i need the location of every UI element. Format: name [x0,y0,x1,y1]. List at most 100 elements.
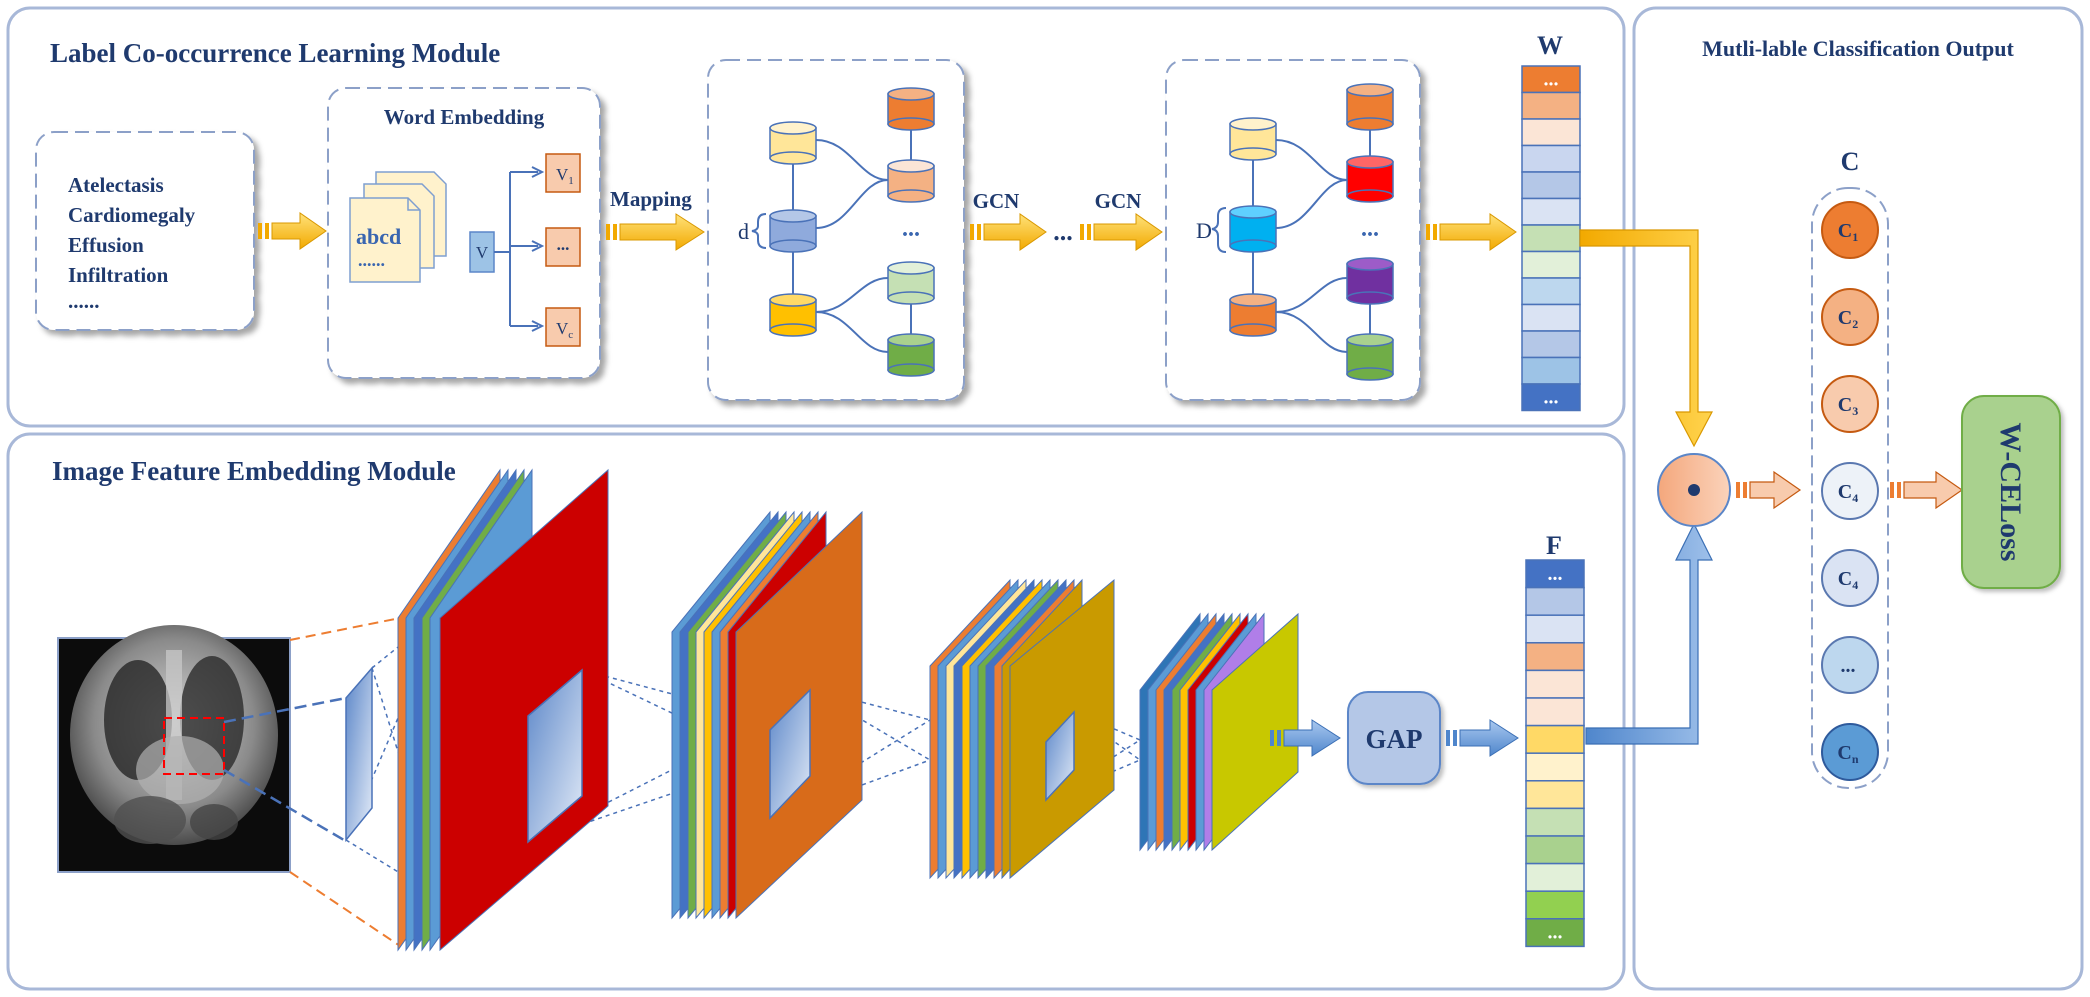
gcn-dots: ... [1053,217,1073,246]
feature-map-stack-2 [671,510,863,920]
v-label: V [476,243,489,262]
gap-block [1347,691,1441,785]
f-cell [1525,752,1585,782]
label-item: Infiltration [68,263,169,287]
arrow-to-loss [1890,470,1964,510]
classifier-node [1821,549,1879,607]
w-cell [1521,197,1581,226]
loss-block [1961,395,2061,589]
w-cell-bottom-text: ... [1544,386,1559,408]
gap-label: GAP [1366,724,1423,754]
graph-node [1346,155,1394,203]
f-cell [1525,862,1585,892]
classifier-node-label: C2 [1838,307,1858,331]
classifier-title: C [1841,147,1860,176]
graph-node [1229,293,1277,337]
f-cell [1525,614,1585,644]
graph-node [887,261,935,305]
w-cell [1521,356,1581,385]
classifier-node-label: Cn [1837,742,1858,766]
conv-kernel [769,688,811,820]
graph-node [1229,117,1277,161]
document-stack-icon [349,171,447,283]
arrow-to-classifier [1736,470,1802,510]
word-embedding-title: Word Embedding [384,105,545,129]
w-cell [1521,91,1581,120]
gcn-arrow [1080,213,1163,251]
classifier-node [1821,201,1879,259]
label-item: Effusion [68,233,144,257]
graph-dots: ... [902,216,920,242]
graph-node [887,87,935,131]
classifier-node-label: C1 [1838,220,1858,244]
feature-map-stack-4 [1139,612,1299,852]
graph-node [1229,205,1277,253]
document-dots: ...... [358,250,385,270]
embedding-output-box [545,153,581,193]
graph-dots: ... [1361,216,1379,242]
embedding-output-box [545,307,581,347]
w-vector-title: W [1537,31,1563,60]
graph-dim-label: D [1196,218,1212,243]
embedding-output-label: V1 [556,165,574,187]
feature-map-stack-3 [929,578,1115,880]
w-cell [1521,330,1581,359]
gcn-arrow [970,213,1047,251]
loss-label: W-CELoss [1994,423,2027,562]
f-to-fusion-arrow [1585,522,1713,745]
classifier-node [1821,288,1879,346]
w-cell [1521,144,1581,173]
embedding-output-box [545,227,581,267]
classifier-node [1821,636,1879,694]
arrow-to-w [1426,213,1517,251]
graph-node [769,293,817,337]
label-item: Cardiomegaly [68,203,196,227]
graph-box-1: d ... [707,59,965,401]
f-cell-top-text: ... [1548,563,1563,585]
word-embedding-box: Word Embedding abcd ...... V V1 ... Vc [327,87,601,379]
w-cell-bottom [1521,383,1581,412]
label-module-title: Label Co-occurrence Learning Module [50,38,500,68]
f-cell [1525,697,1585,727]
arrow-to-gap [1270,719,1341,757]
graph-node [1346,333,1394,381]
chest-xray-image [57,625,291,873]
classifier-node [1821,462,1879,520]
classifier-node-label: ... [1841,655,1856,677]
graph-node [1346,257,1394,305]
graph-dim-label: d [738,219,749,244]
graph-node [887,159,935,203]
graph-node [769,121,817,165]
w-cell [1521,171,1581,200]
gcn-label: GCN [1095,189,1142,213]
feature-map-stack-1 [397,468,609,952]
mapping-label: Mapping [610,187,692,211]
w-to-fusion-arrow [1579,229,1713,448]
embedding-output-label: ... [557,235,570,254]
w-cell-top [1521,65,1581,94]
graph-node [769,209,817,253]
conv-kernel [527,668,583,844]
graph-node [1346,83,1394,131]
f-cell [1525,586,1585,616]
w-cell [1521,118,1581,147]
f-cell [1525,807,1585,837]
w-cell [1521,277,1581,306]
f-cell [1525,890,1585,920]
w-cell-top-text: ... [1544,68,1559,90]
v-box [469,231,495,273]
dim-brace [751,213,767,249]
dim-brace [1211,207,1227,253]
dot-product-symbol [1688,484,1700,496]
arrow-to-word-embedding [258,212,327,250]
f-cell-bottom [1525,918,1585,948]
graph-node [887,333,935,377]
f-vector: ...... [1525,559,1585,948]
document-text: abcd [356,224,401,249]
output-panel-title: Mutli-lable Classification Output [1702,36,2014,61]
conv-kernel [1045,710,1075,802]
embedding-output-label: Vc [556,319,573,341]
